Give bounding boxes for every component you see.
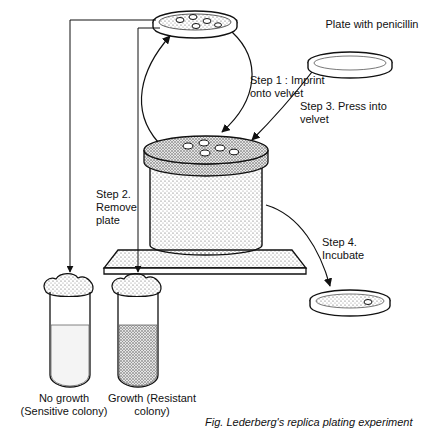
step-label: Step 3. Press into velvet [300,100,410,126]
step2-arrow [141,36,170,142]
result-label: No growth (Sensitive colony) [14,392,114,418]
transfer-line [138,28,160,272]
step-label: Step 2. Remove plate [96,188,148,227]
test-tube-resistant [112,274,161,387]
figure-caption: Fig. Lederberg's replica plating experim… [205,416,413,429]
result-label: Growth (Resistant colony) [104,392,200,418]
master-plate [153,11,237,38]
incubated-plate [310,290,390,316]
transfer-line [70,20,156,272]
step-label: Step 4. Incubate [322,236,382,262]
test-tube-sensitive [44,274,93,387]
step1-arrow [222,32,252,132]
part-label: Plate with penicillin [322,18,422,31]
step-label: Step 1 : Imprint onto velvet [250,74,340,100]
step4-arrow [266,205,330,286]
